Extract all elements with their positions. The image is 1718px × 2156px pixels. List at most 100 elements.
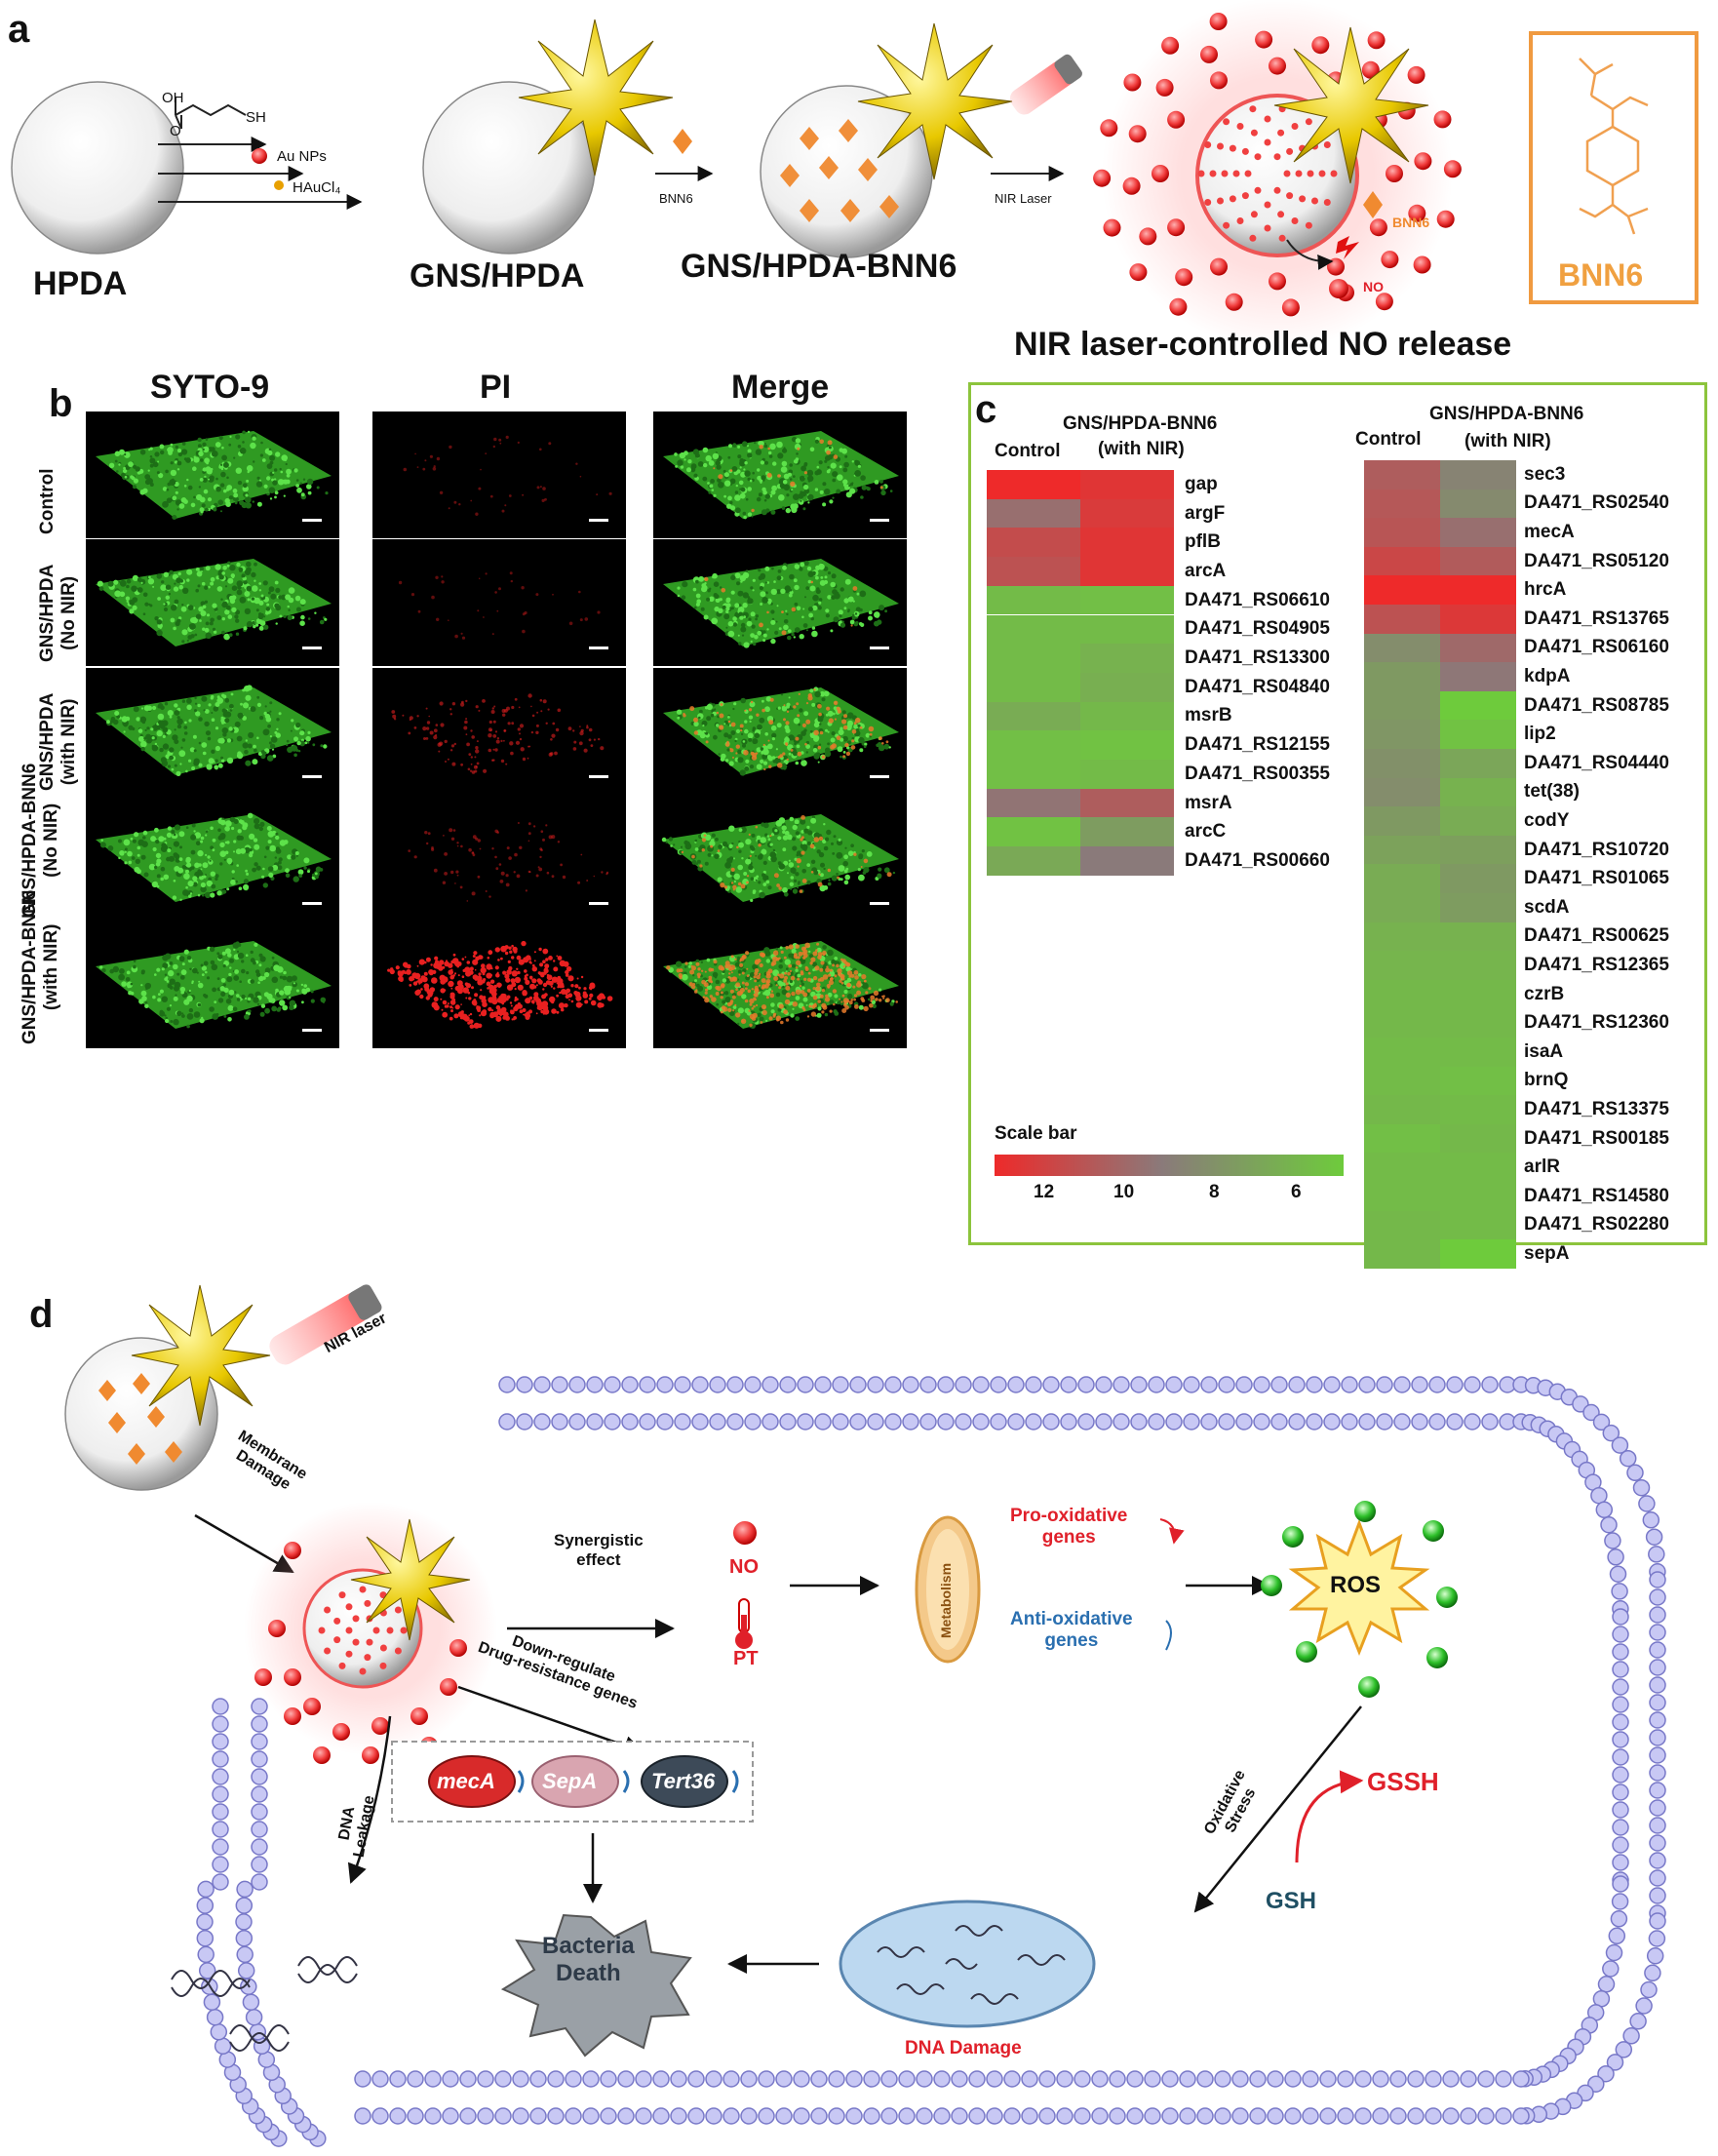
left-heatmap-cell-2-control (987, 528, 1080, 558)
left-heatmap-cell-1-treated (1080, 498, 1174, 529)
merge-image-row-2 (653, 668, 907, 795)
right-heatmap-cell-27-control (1364, 1239, 1440, 1269)
thermometer-icon (735, 1598, 753, 1649)
right-heatmap-gene-label: DA471_RS02280 (1524, 1214, 1669, 1235)
gene-capsule-sepa (531, 1755, 619, 1808)
right-heatmap-cell-11-control (1364, 777, 1440, 807)
bnn6-structure-box (1529, 31, 1698, 304)
left-heatmap-cell-0-control (987, 470, 1080, 499)
right-heatmap-gene-label: DA471_RS12365 (1524, 955, 1669, 975)
pi-image-row-3 (372, 795, 626, 921)
gold-nanostar-1 (518, 19, 674, 176)
right-heatmap-gene-label: DA471_RS01065 (1524, 868, 1669, 889)
right-heatmap-gene-label: DA471_RS14580 (1524, 1185, 1669, 1206)
left-heatmap-cell-8-control (987, 701, 1080, 731)
nir-laser-label-a: NIR Laser (995, 191, 1052, 206)
right-heatmap-cell-6-treated (1440, 633, 1516, 663)
right-heatmap-cell-18-treated (1440, 979, 1516, 1009)
right-heatmap-cell-13-treated (1440, 835, 1516, 865)
right-heatmap-cell-2-control (1364, 518, 1440, 547)
right-heatmap-cell-15-treated (1440, 893, 1516, 922)
right-heatmap-cell-19-treated (1440, 1008, 1516, 1038)
right-heatmap-cell-8-control (1364, 690, 1440, 721)
right-heatmap-cell-13-control (1364, 835, 1440, 865)
release-no-label: NO (1363, 279, 1384, 294)
left-heatmap-gene-label: pflB (1185, 531, 1221, 553)
np-bnn6-diamonds (98, 1373, 182, 1465)
pt-label: PT (733, 1648, 759, 1669)
gene-label-meca: mecA (437, 1769, 495, 1793)
linker-oh-label: OH (162, 90, 184, 106)
right-heatmap-cell-10-treated (1440, 749, 1516, 778)
right-heatmap-gene-label: tet(38) (1524, 781, 1581, 803)
col-header-merge: Merge (731, 369, 830, 406)
right-heatmap-cell-18-control (1364, 979, 1440, 1009)
bnn6-legend-diamond (1363, 191, 1383, 218)
release-title: NIR laser-controlled NO release (1014, 326, 1512, 363)
hpda-sphere (11, 81, 184, 255)
right-heatmap-gene-label: DA471_RS00625 (1524, 925, 1669, 947)
metabolism-mitochondrion (915, 1515, 981, 1664)
right-heatmap-cell-12-treated (1440, 806, 1516, 836)
gold-nanostar-3 (1273, 26, 1429, 184)
bacteria-death-label: Bacteria Death (542, 1933, 635, 1986)
dna-damage-ellipse (839, 1900, 1096, 2028)
scale-bar-gradient (995, 1155, 1344, 1176)
scale-tick-6: 6 (1291, 1182, 1302, 1202)
gene-label-tert36: Tert36 (651, 1769, 716, 1793)
left-heatmap-cell-13-control (987, 846, 1080, 876)
gold-nanostar-d2 (350, 1518, 471, 1641)
right-heatmap-cell-3-control (1364, 546, 1440, 576)
right-heatmap-gene-label: isaA (1524, 1040, 1564, 1062)
right-heatmap-cell-14-treated (1440, 864, 1516, 893)
col-header-pi: PI (480, 369, 512, 406)
bnn6-box-label: BNN6 (1558, 257, 1644, 293)
right-heatmap-cell-1-control (1364, 489, 1440, 519)
right-heatmap-cell-14-control (1364, 864, 1440, 893)
left-heatmap-gene-label: argF (1185, 502, 1226, 524)
right-heatmap-gene-label: DA471_RS08785 (1524, 694, 1669, 716)
lightning-icon (1336, 236, 1359, 259)
right-header-control: Control (1355, 429, 1422, 450)
right-heatmap-cell-26-control (1364, 1210, 1440, 1240)
syto9-image-row-4 (86, 921, 339, 1048)
left-heatmap-gene-label: DA471_RS00660 (1185, 849, 1330, 871)
mechanism-diagram (64, 1284, 1666, 2147)
au-nps-label: Au NPs (277, 148, 327, 165)
left-heatmap-gene-label: msrA (1185, 792, 1232, 813)
cell-membrane (196, 1376, 1666, 2147)
stage-label-gns-hpda: GNS/HPDA (410, 257, 585, 294)
syto9-image-row-3 (86, 795, 339, 921)
linker-molecule (175, 98, 247, 130)
left-heatmap-cell-9-treated (1080, 730, 1174, 760)
left-header-treat-sub: (with NIR) (1098, 439, 1185, 459)
left-heatmap-cell-3-treated (1080, 557, 1174, 586)
syto9-image-row-1 (86, 539, 339, 666)
left-heatmap-cell-1-control (987, 498, 1080, 529)
row-label-1: GNS/HPDA (No NIR) (37, 564, 79, 662)
right-heatmap-cell-22-control (1364, 1095, 1440, 1124)
right-header-treat: GNS/HPDA-BNN6 (1429, 404, 1584, 424)
pi-image-row-1 (372, 539, 626, 666)
no-dot-icon (733, 1521, 757, 1545)
ros-label: ROS (1330, 1572, 1382, 1598)
scale-tick-8: 8 (1209, 1182, 1220, 1202)
right-heatmap-cell-16-treated (1440, 921, 1516, 952)
left-heatmap-cell-13-treated (1080, 846, 1174, 876)
pi-image-row-4 (372, 921, 626, 1048)
left-heatmap-gene-label: arcA (1185, 560, 1227, 581)
right-heatmap-cell-7-control (1364, 662, 1440, 691)
nir-laser-device-d (269, 1284, 382, 1365)
leaked-dna (171, 1956, 358, 2052)
left-heatmap-gene-label: DA471_RS00355 (1185, 763, 1330, 784)
gold-nanostar-d1 (131, 1284, 271, 1427)
row-label-0: Control (37, 468, 58, 534)
right-heatmap-cell-17-control (1364, 951, 1440, 980)
panel-a-graphic (11, 0, 1698, 349)
bnn6-loaded-diamonds (780, 119, 899, 222)
left-heatmap-cell-7-treated (1080, 672, 1174, 702)
left-heatmap-gene-label: DA471_RS06610 (1185, 589, 1330, 610)
right-heatmap-gene-label: DA471_RS05120 (1524, 550, 1669, 571)
bacteria-death-burst (500, 1913, 692, 2058)
left-heatmap-gene-label: DA471_RS04840 (1185, 676, 1330, 697)
